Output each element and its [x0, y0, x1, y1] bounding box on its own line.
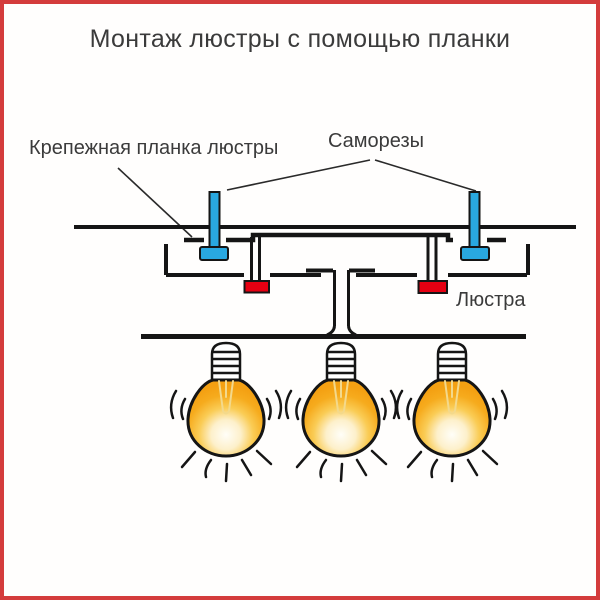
right-stud: [426, 237, 438, 281]
right-screw-head: [460, 246, 490, 261]
mounting-diagram: [74, 159, 576, 483]
mounting-plate: [184, 232, 506, 243]
left-nut: [243, 280, 270, 294]
screws-leader-line: [226, 159, 477, 192]
bulb-right: [395, 341, 509, 483]
bulb-left: [169, 341, 283, 483]
label-chandelier: Люстра: [456, 289, 526, 311]
right-screw-shaft: [468, 191, 481, 249]
label-mounting-plate: Крепежная планка люстры: [29, 137, 279, 159]
canopy-outline: [164, 244, 530, 277]
right-screw: [460, 191, 490, 261]
hanger-pipe: [326, 270, 357, 337]
label-screws: Саморезы: [328, 130, 425, 152]
diagram-title: Монтаж люстры с помощью планки: [89, 25, 511, 53]
left-screw-head: [199, 246, 229, 261]
right-nut: [417, 280, 448, 294]
bulb-center: [284, 341, 398, 483]
left-screw: [199, 191, 229, 261]
left-stud: [250, 237, 261, 281]
left-screw-shaft: [208, 191, 221, 249]
